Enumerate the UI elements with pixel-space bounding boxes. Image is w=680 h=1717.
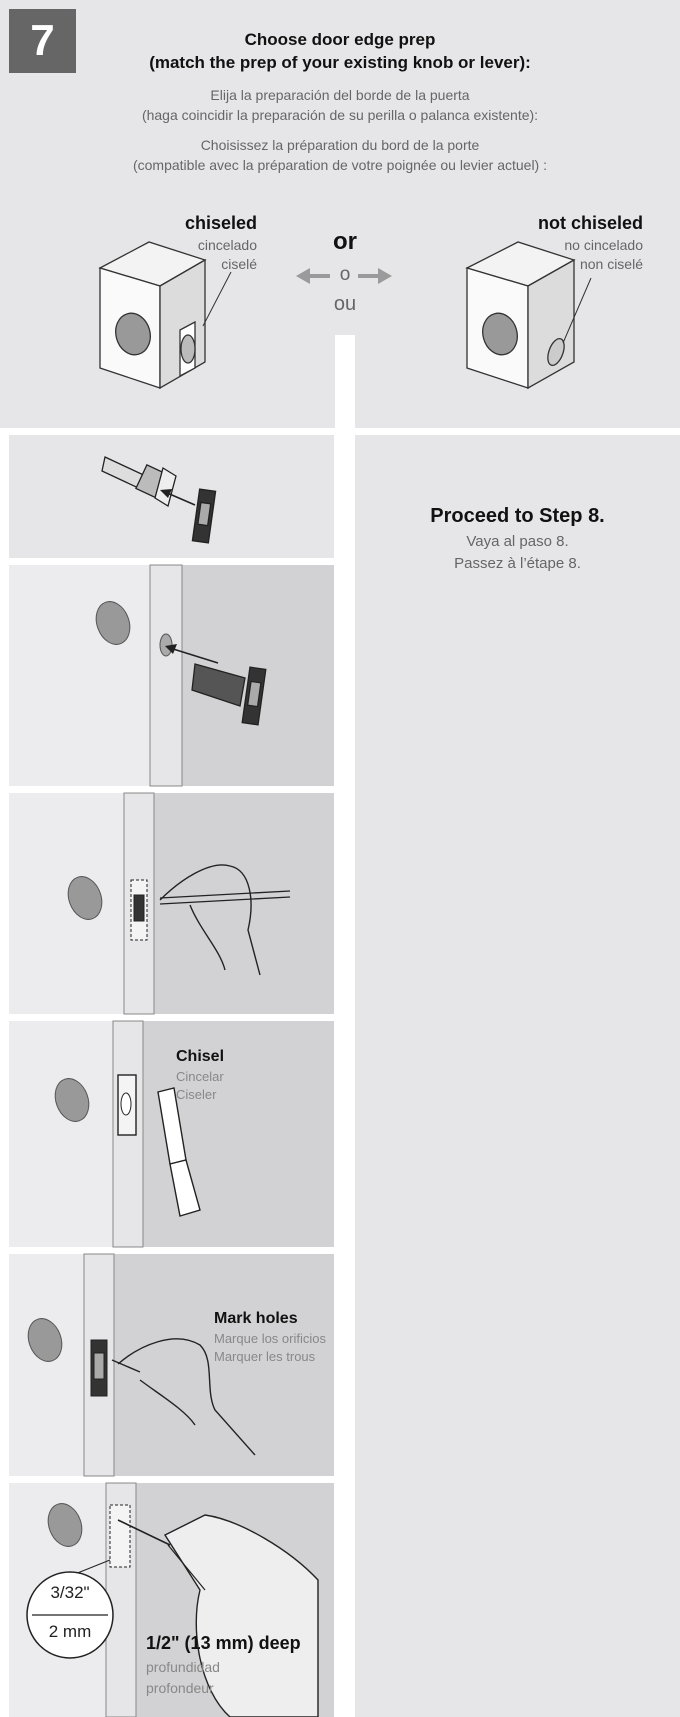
drill-depth-fr: profondeur [146, 1680, 214, 1696]
drill-depth-en: 1/2" (13 mm) deep [146, 1633, 301, 1654]
drill-size-inches: 3/32" [27, 1583, 113, 1603]
drill-depth-es: profundidad [146, 1659, 220, 1675]
drill-size-mm: 2 mm [27, 1622, 113, 1642]
